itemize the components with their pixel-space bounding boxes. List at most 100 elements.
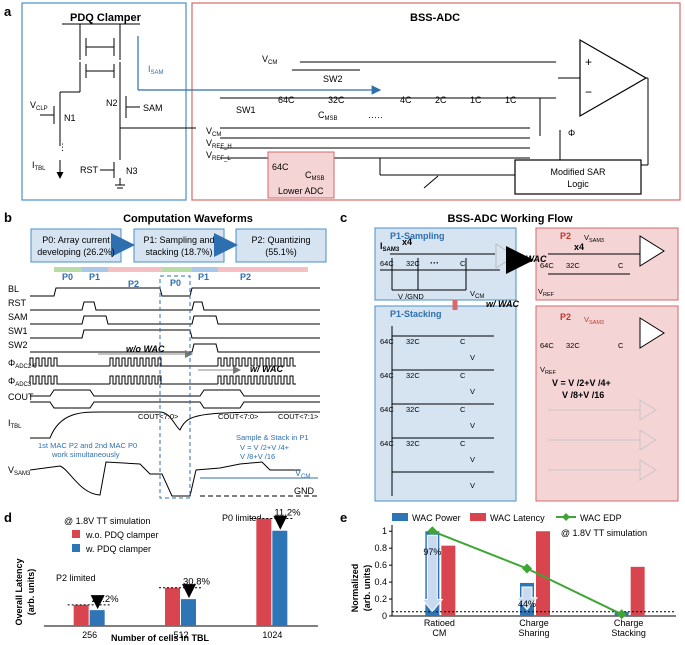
p2-bottom-capc: C (618, 341, 624, 350)
panel-d-xlabel: Number of cells in TBL (111, 633, 210, 643)
legend-w-pdq: w. PDQ clamper (85, 544, 151, 554)
overlap-highlight (159, 275, 191, 499)
n3-label: N3 (126, 166, 138, 176)
bar-p2-b: P2 (240, 272, 251, 282)
y-tick-0: 0 (382, 611, 387, 621)
panel-b-label: b (4, 210, 12, 225)
y-tick-1: 1 (382, 526, 387, 536)
legend-wac-power: WAC Power (412, 513, 461, 523)
cap-2c: 2C (435, 95, 447, 105)
clock-phi3 (29, 375, 296, 385)
p2-top-box (535, 227, 679, 301)
bar-p1-a: P1 (89, 272, 100, 282)
legend-swatch-wo (72, 530, 80, 538)
vrefl-label: VREF_L (206, 150, 231, 162)
phase-p1-line2: stacking (18.7%) (145, 247, 212, 257)
svg-text:64C: 64C (380, 371, 394, 380)
legend-swatch-latency (470, 513, 486, 521)
sw1-label: SW1 (236, 105, 256, 115)
p1-stacking-title: P1-Stacking (390, 309, 442, 319)
p2-top-circuit (548, 253, 640, 275)
note-right-3: V /8+V /16 (240, 452, 275, 461)
legend-wo-pdq: w.o. PDQ clamper (85, 530, 159, 540)
vrefh-label: VREF_H (206, 138, 232, 150)
p2-ghost-circuits (548, 399, 657, 481)
waveforms-title: Computation Waveforms (123, 213, 253, 225)
reduction-label-0: 97% (423, 547, 441, 557)
svg-text:V: V (470, 353, 475, 362)
bar-charge-sharing-latency (536, 531, 550, 616)
reduction-arrow-1 (515, 586, 539, 611)
y-tick-0.2: 0.2 (374, 594, 387, 604)
p2-bottom-vsam3: VSAM3 (584, 315, 604, 326)
wo-wac-label: w/o WAC (126, 344, 165, 354)
sampling-circuit (380, 253, 500, 291)
svg-text:C: C (460, 405, 466, 414)
signal-bl: BL (8, 284, 19, 294)
p2-top-title: P2 (560, 231, 571, 241)
sam-label: SAM (143, 103, 163, 113)
panel-e-ylabel-2: (arb. units) (362, 565, 372, 612)
p2-bottom-vref: VREF (540, 365, 557, 376)
cap-1c-a: 1C (470, 95, 482, 105)
bar-charge-stacking-latency (630, 566, 645, 616)
stacking-circuit (391, 326, 494, 496)
isam-label: ISAM (148, 64, 164, 76)
lower-cap-label: 64C (272, 162, 289, 172)
cap-64c: 64C (278, 95, 295, 105)
sw2-label: SW2 (323, 74, 343, 84)
itbl-label: ITBL (32, 160, 46, 172)
y-tick-0.8: 0.8 (374, 543, 387, 553)
signal-sam: SAM (8, 312, 28, 322)
phase-p0-line1: P0: Array current (42, 235, 110, 245)
panel-d-label: d (4, 510, 12, 525)
p2-top-amp (639, 235, 665, 267)
p0-limited-note: P0 limited (222, 513, 262, 523)
reduction-label-1: 44% (518, 599, 536, 609)
panel-d-ylabel-2: (arb. units) (26, 569, 36, 616)
lower-adc-box (267, 151, 335, 199)
svg-text:64C: 64C (380, 405, 394, 414)
bar-p0-b: P0 (170, 278, 181, 288)
legend-wac-latency: WAC Latency (490, 513, 545, 523)
lower-adc-label: Lower ADC (278, 186, 324, 196)
clamper-circuit (40, 23, 196, 189)
svg-text:V: V (470, 421, 475, 430)
cout-label-1: COUT<7:0> (138, 412, 179, 421)
gnd-label: GND (294, 486, 315, 496)
p2-bottom-cap64: 64C (540, 341, 554, 350)
panel-a-label: a (4, 4, 12, 19)
p2-top-cap32: 32C (566, 261, 580, 270)
note-left-1: 1st MAC P2 and 2nd MAC P0 (38, 441, 137, 450)
sar-label-1: Modified SAR (550, 167, 606, 177)
svg-text:C: C (460, 439, 466, 448)
bar-ratioed-cm-latency (441, 545, 456, 616)
y-tick-0.4: 0.4 (374, 577, 387, 587)
svg-text:32C: 32C (406, 337, 420, 346)
svg-text:64C: 64C (380, 439, 394, 448)
phase-p1-line1: P1: Sampling and (143, 235, 214, 245)
panel-d-ylabel-1: Overall Latency (14, 558, 24, 625)
isam3-label: ISAM3 (380, 241, 400, 253)
x-tick-ratioed-cm-1: CM (432, 628, 446, 638)
bss-adc-title: BSS-ADC (410, 12, 460, 24)
legend-swatch-power (392, 513, 408, 521)
bar-p0-a: P0 (62, 272, 73, 282)
y-tick-0.6: 0.6 (374, 560, 387, 570)
sar-logic-box (514, 159, 642, 195)
phi-label: Φ (568, 128, 575, 138)
p2-bottom-amp (639, 317, 665, 349)
clamper-dots: ⋮ (58, 142, 67, 152)
x-tick-1024: 1024 (262, 630, 282, 640)
cout-label-3: COUT<7:1> (278, 412, 319, 421)
bar-512-wo (165, 587, 180, 626)
x4-top: x4 (402, 237, 412, 247)
reduction-label-256: 26.2% (92, 594, 119, 605)
panel-c-label: c (340, 210, 347, 225)
p2-top-vsam3: VSAM3 (584, 233, 604, 244)
panel-d-condition: @ 1.8V TT simulation (64, 516, 150, 526)
signal-sw1: SW1 (8, 326, 28, 336)
n1-label: N1 (64, 113, 76, 123)
